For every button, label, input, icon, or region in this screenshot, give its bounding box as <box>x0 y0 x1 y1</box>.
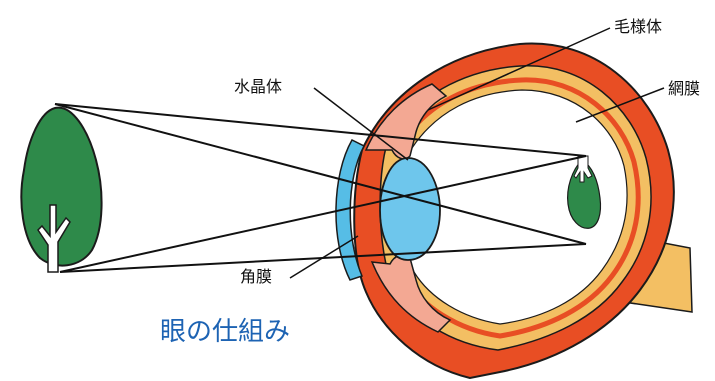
diagram-title: 眼の仕組み <box>160 317 290 347</box>
eyeball <box>336 44 692 378</box>
label-ciliary-body: 毛様体 <box>614 17 662 36</box>
lens <box>380 158 440 260</box>
label-retina: 網膜 <box>668 79 700 98</box>
object-tree <box>21 108 101 272</box>
label-cornea: 角膜 <box>240 267 272 286</box>
label-lens: 水晶体 <box>234 77 282 96</box>
tree-crown <box>21 108 101 266</box>
